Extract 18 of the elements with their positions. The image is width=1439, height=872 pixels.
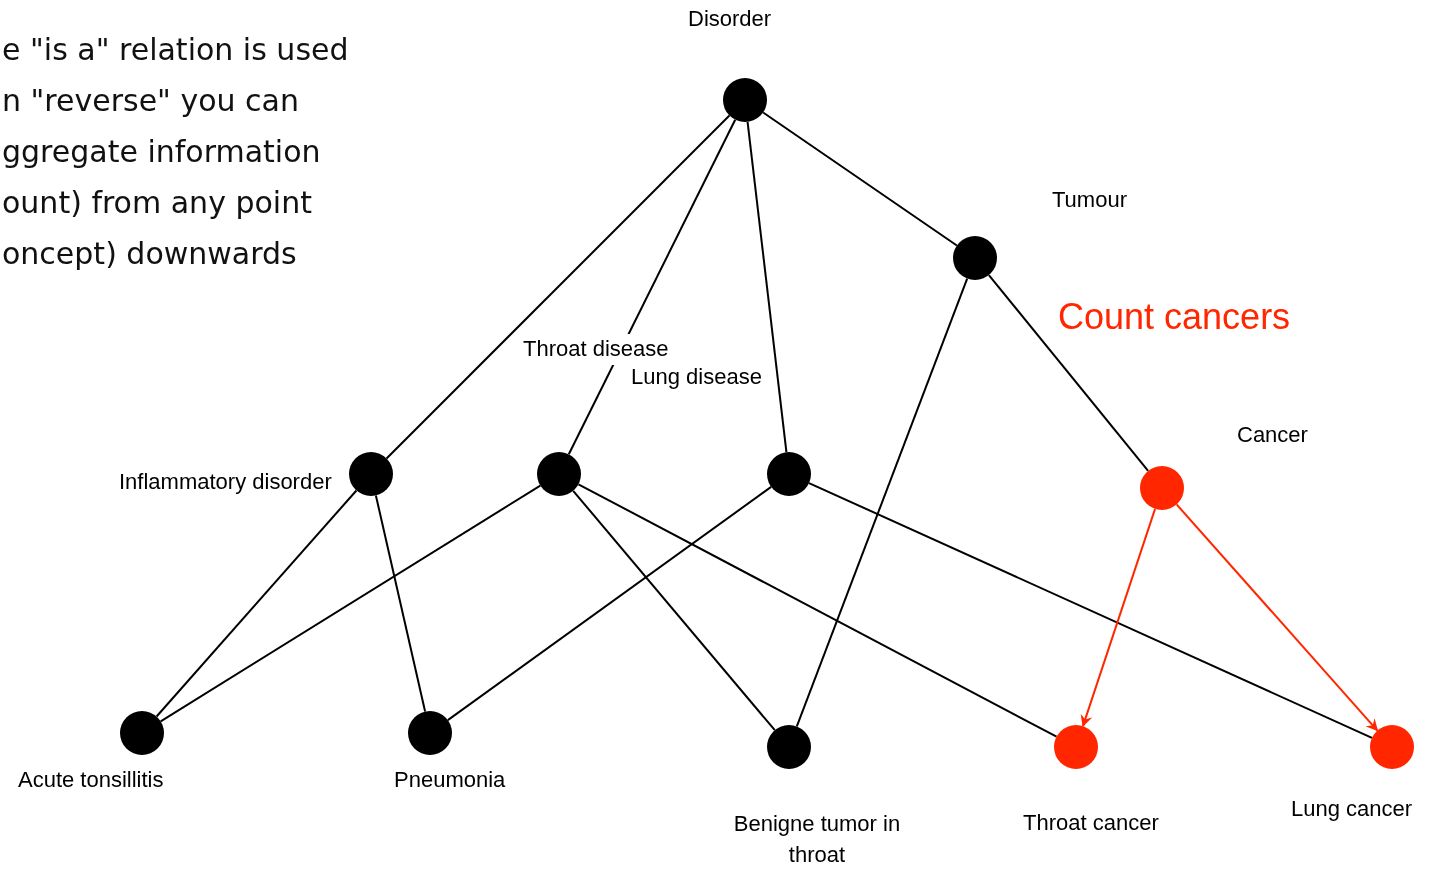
connector-line	[987, 274, 1150, 472]
connector-line	[808, 482, 1373, 739]
connector-line	[746, 120, 788, 454]
annotation-text: Count cancers	[1058, 296, 1291, 338]
arrow	[1175, 503, 1379, 732]
connector-line	[155, 489, 358, 718]
connector-line	[795, 277, 969, 728]
arrow	[1080, 507, 1157, 728]
connector-line	[577, 483, 1058, 738]
connector-line	[572, 489, 776, 732]
node-label: Throat disease	[523, 334, 669, 365]
connector-line	[385, 114, 731, 460]
connector-line	[567, 118, 737, 456]
connector-line	[374, 494, 427, 713]
connector-line	[159, 484, 542, 723]
connector-line	[446, 485, 773, 722]
description-text: e "is a" relation is used n "reverse" you can ggregate information ount) from any point oncept) downwards	[2, 31, 350, 273]
connector-line	[762, 111, 958, 247]
